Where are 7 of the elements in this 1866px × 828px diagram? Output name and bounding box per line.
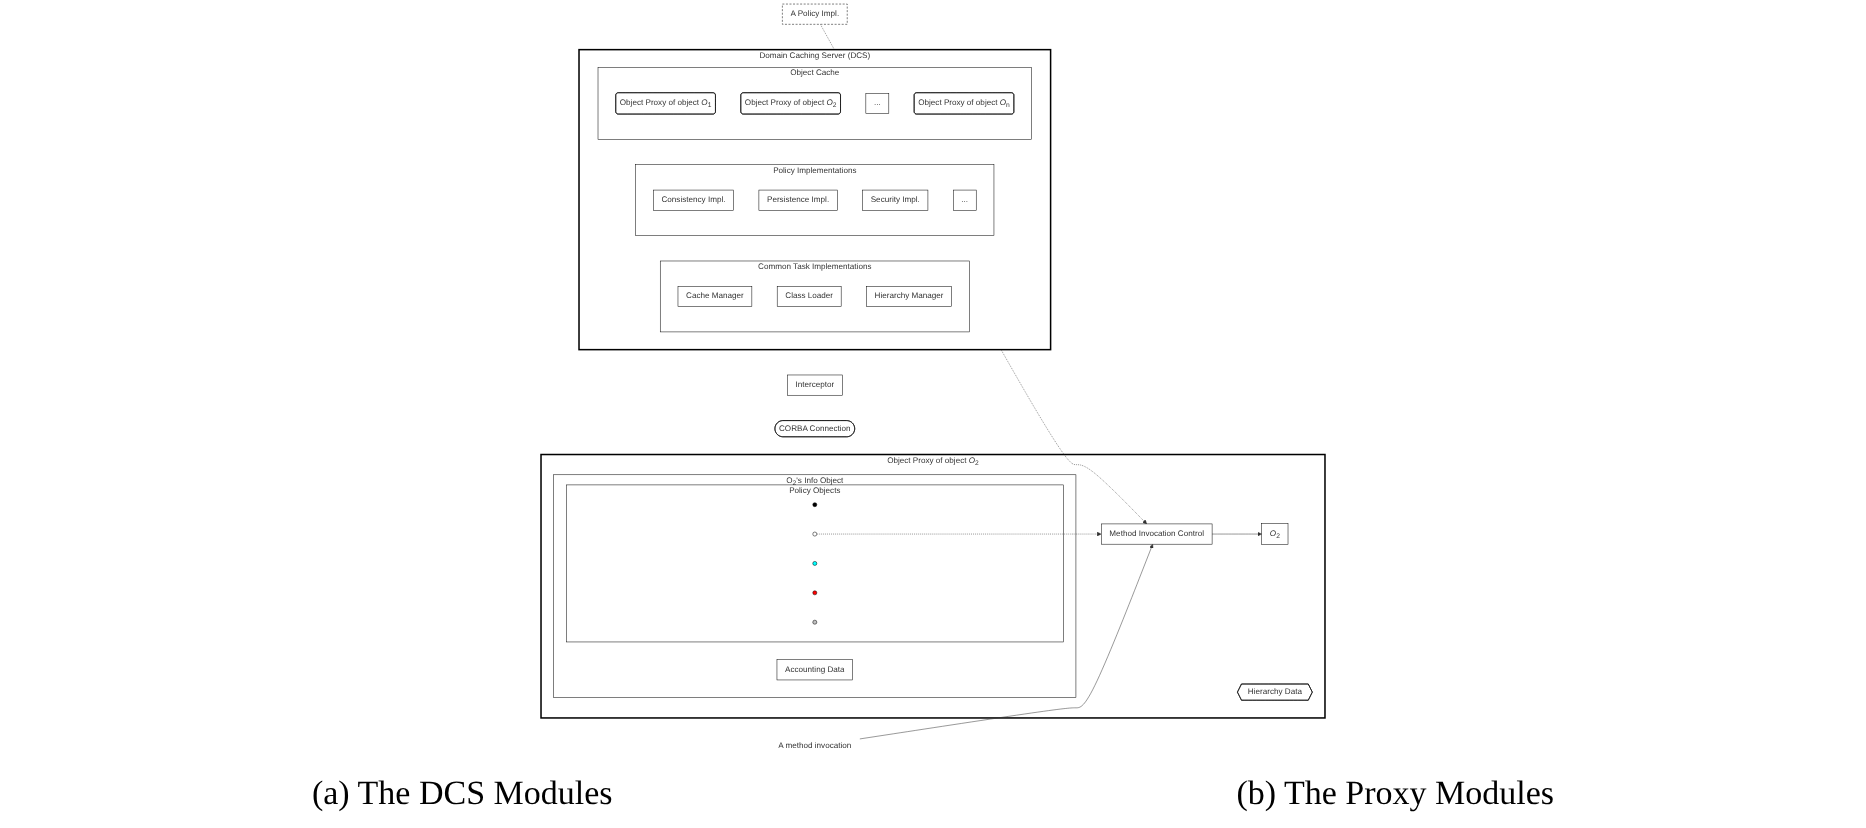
node-circle xyxy=(812,561,818,566)
figure-caption: (a) The DCS Modules xyxy=(311,774,613,814)
node-circle xyxy=(812,590,818,596)
node-circle xyxy=(812,502,818,507)
node-circle xyxy=(812,531,818,537)
figure-caption: (b) The Proxy Modules xyxy=(1236,774,1555,814)
node-circle xyxy=(812,619,818,625)
